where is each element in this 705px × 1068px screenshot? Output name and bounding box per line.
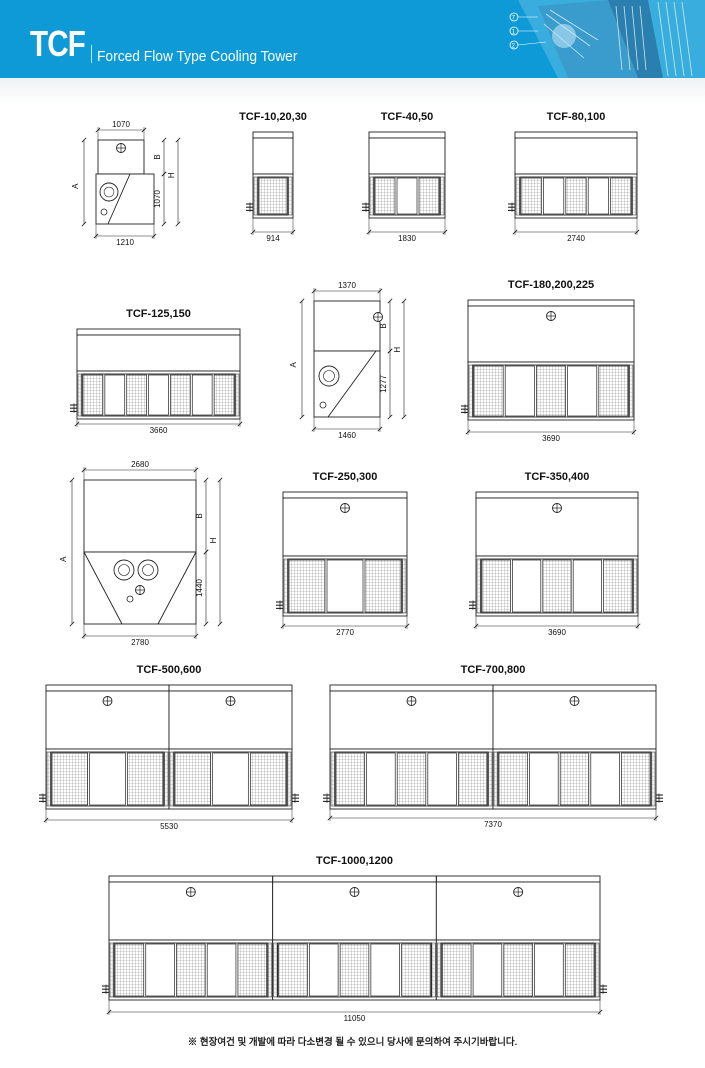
brand-title: TCF [30, 23, 86, 64]
fan-icon [113, 559, 135, 581]
svg-text:7: 7 [512, 16, 516, 22]
front-view-tcf-500-600: TCF-500,600 5530 [39, 664, 299, 831]
front-view-tcf-700-800: TCF-700,800 7370 [323, 664, 663, 829]
dimension-label: 1070 [112, 120, 130, 129]
header-banner: TCF Forced Flow Type Cooling Tower 7 1 2 [0, 0, 705, 78]
fan-icon [318, 365, 340, 387]
dimension-label: B [195, 513, 204, 518]
model-title: TCF-1000,1200 [316, 855, 393, 867]
drain-icon [319, 401, 327, 409]
fan-hub-icon [323, 370, 335, 382]
dimension-label: 1460 [338, 431, 356, 440]
dimension-label: 1440 [195, 579, 204, 597]
svg-text:1: 1 [512, 30, 516, 36]
side-view-small: 1070 1210 A B H 1070 [71, 120, 181, 247]
model-title: TCF-125,150 [126, 308, 191, 320]
dimension-label: 11050 [344, 1014, 366, 1023]
front-view-tcf-250-300: TCF-250,300 2770 [276, 471, 410, 637]
fan-icon [137, 559, 159, 581]
dimension-label: B [379, 323, 388, 328]
dimension-label: 2680 [131, 460, 149, 469]
dimension-label: 1277 [379, 375, 388, 393]
dimension-label: 3690 [542, 434, 560, 443]
dimension-label: B [153, 154, 162, 159]
model-title: TCF-180,200,225 [508, 279, 594, 291]
dimension-label: 914 [266, 234, 280, 243]
dimension-label: 7370 [484, 820, 502, 829]
dimension-label: A [59, 556, 68, 562]
fan-hub-icon [118, 564, 130, 576]
model-title: TCF-40,50 [381, 111, 434, 123]
front-view-tcf-125-150: TCF-125,150 3660 [70, 308, 243, 435]
front-view-tcf-40-50: TCF-40,50 1830 [362, 111, 448, 243]
svg-text:2: 2 [512, 44, 516, 50]
fan-icon [99, 182, 119, 202]
drain-icon [100, 208, 108, 216]
dimension-label: 1070 [153, 190, 162, 208]
front-view-tcf-80-100: TCF-80,100 2740 [508, 111, 640, 243]
dimension-label: 3660 [150, 426, 168, 435]
dimension-label: H [393, 347, 402, 353]
fan-hub-icon [103, 186, 115, 198]
front-view-tcf-350-400: TCF-350,400 3690 [469, 471, 641, 637]
callout-labels: 7 1 2 [509, 12, 547, 50]
dimension-label: 2780 [131, 638, 149, 647]
model-title: TCF-10,20,30 [239, 111, 307, 123]
drain-icon [126, 595, 134, 603]
header-subtitle: Forced Flow Type Cooling Tower [97, 48, 298, 65]
front-view-tcf-180-200-225: TCF-180,200,225 3690 [461, 279, 637, 443]
footnote: ※ 현장여건 및 개발에 따라 다소변경 될 수 있으니 당사에 문의하여 주시… [187, 1037, 518, 1048]
model-title: TCF-500,600 [137, 664, 202, 676]
dimension-label: 2740 [567, 234, 585, 243]
side-panel [83, 551, 123, 625]
model-title: TCF-350,400 [525, 471, 590, 483]
tower-illustration: 7 1 2 [498, 0, 705, 78]
model-title: TCF-700,800 [461, 664, 526, 676]
side-panel [327, 350, 377, 418]
front-view-tcf-10-20-30: TCF-10,20,30 914 [239, 111, 307, 243]
dimension-label: 5530 [160, 822, 178, 831]
model-title: TCF-80,100 [547, 111, 606, 123]
front-view-tcf-1000-1200: TCF-1000,1200 11050 [102, 855, 607, 1023]
dimension-label: H [167, 172, 176, 178]
side-view-large: 2680 2780 A B H 1440 [59, 460, 223, 647]
dimension-label: 1210 [116, 238, 134, 247]
dimension-label: H [209, 537, 218, 543]
fan-hub-icon [142, 564, 154, 576]
dimension-label: A [289, 361, 298, 367]
side-panel [157, 551, 197, 625]
dimension-label: 1830 [398, 234, 416, 243]
dimension-label: 2770 [336, 628, 354, 637]
dimension-label: A [71, 183, 80, 189]
model-title: TCF-250,300 [313, 471, 378, 483]
header-shadow-band [0, 78, 705, 104]
dimension-label: 1370 [338, 281, 356, 290]
side-view-medium: 1370 1460 A B H 1277 [289, 281, 407, 440]
header-divider [91, 45, 92, 63]
dimension-label: 3690 [548, 628, 566, 637]
side-panel [107, 173, 131, 225]
